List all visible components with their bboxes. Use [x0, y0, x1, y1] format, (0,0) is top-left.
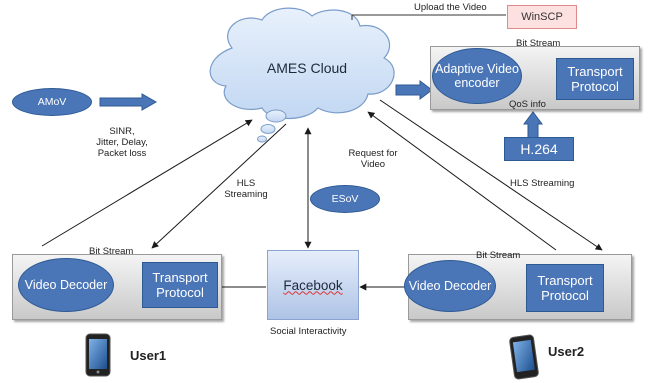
- cloud-label: AMES Cloud: [266, 60, 348, 76]
- request-label: Request for Video: [348, 148, 398, 170]
- facebook-label: Facebook: [283, 277, 343, 293]
- right-bitstream-label: Bit Stream: [476, 250, 521, 261]
- encoder-transport-node: Transport Protocol: [556, 58, 634, 100]
- encoder-bitstream-label: Bit Stream: [516, 38, 561, 49]
- left-bitstream-label: Bit Stream: [89, 246, 134, 257]
- left-decoder-node: Video Decoder: [18, 258, 114, 312]
- winscp-box: WinSCP: [507, 5, 577, 29]
- h264-arrow: [523, 111, 543, 139]
- qos-label: QoS info: [509, 99, 546, 110]
- left-transport-node: Transport Protocol: [142, 262, 218, 308]
- cloud-to-encoder-arrow: [395, 80, 433, 100]
- esov-node: ESoV: [310, 185, 380, 213]
- user1-phone-icon: [85, 333, 111, 377]
- amov-node: AMoV: [12, 88, 92, 116]
- hls-left-label: HLS Streaming: [224, 178, 268, 200]
- hls-right-label: HLS Streaming: [510, 178, 575, 189]
- ames-cloud: [209, 7, 395, 143]
- user2-label: User2: [548, 344, 585, 359]
- facebook-node: Facebook: [267, 250, 359, 320]
- user2-phone-icon: [509, 334, 539, 380]
- amov-arrow: [99, 93, 158, 111]
- adaptive-encoder-node: Adaptive Video encoder: [432, 48, 522, 104]
- right-decoder-node: Video Decoder: [404, 260, 496, 312]
- upload-label: Upload the Video: [414, 2, 487, 13]
- metrics-label: SINR, Jitter, Delay, Packet loss: [96, 126, 148, 159]
- right-transport-node: Transport Protocol: [526, 264, 604, 312]
- social-label: Social Interactivity: [270, 326, 347, 337]
- h264-box: H.264: [504, 137, 574, 161]
- user1-label: User1: [130, 348, 167, 363]
